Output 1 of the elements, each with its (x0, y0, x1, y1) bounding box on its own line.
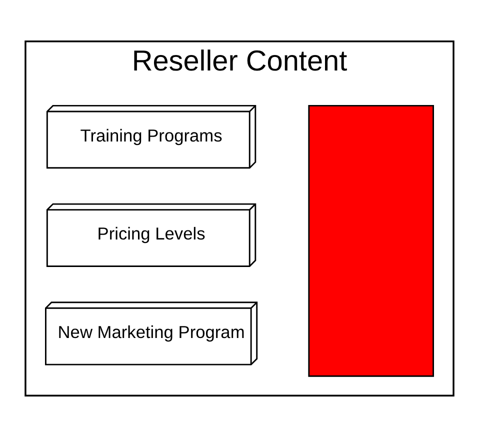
node-box (308, 104, 434, 376)
